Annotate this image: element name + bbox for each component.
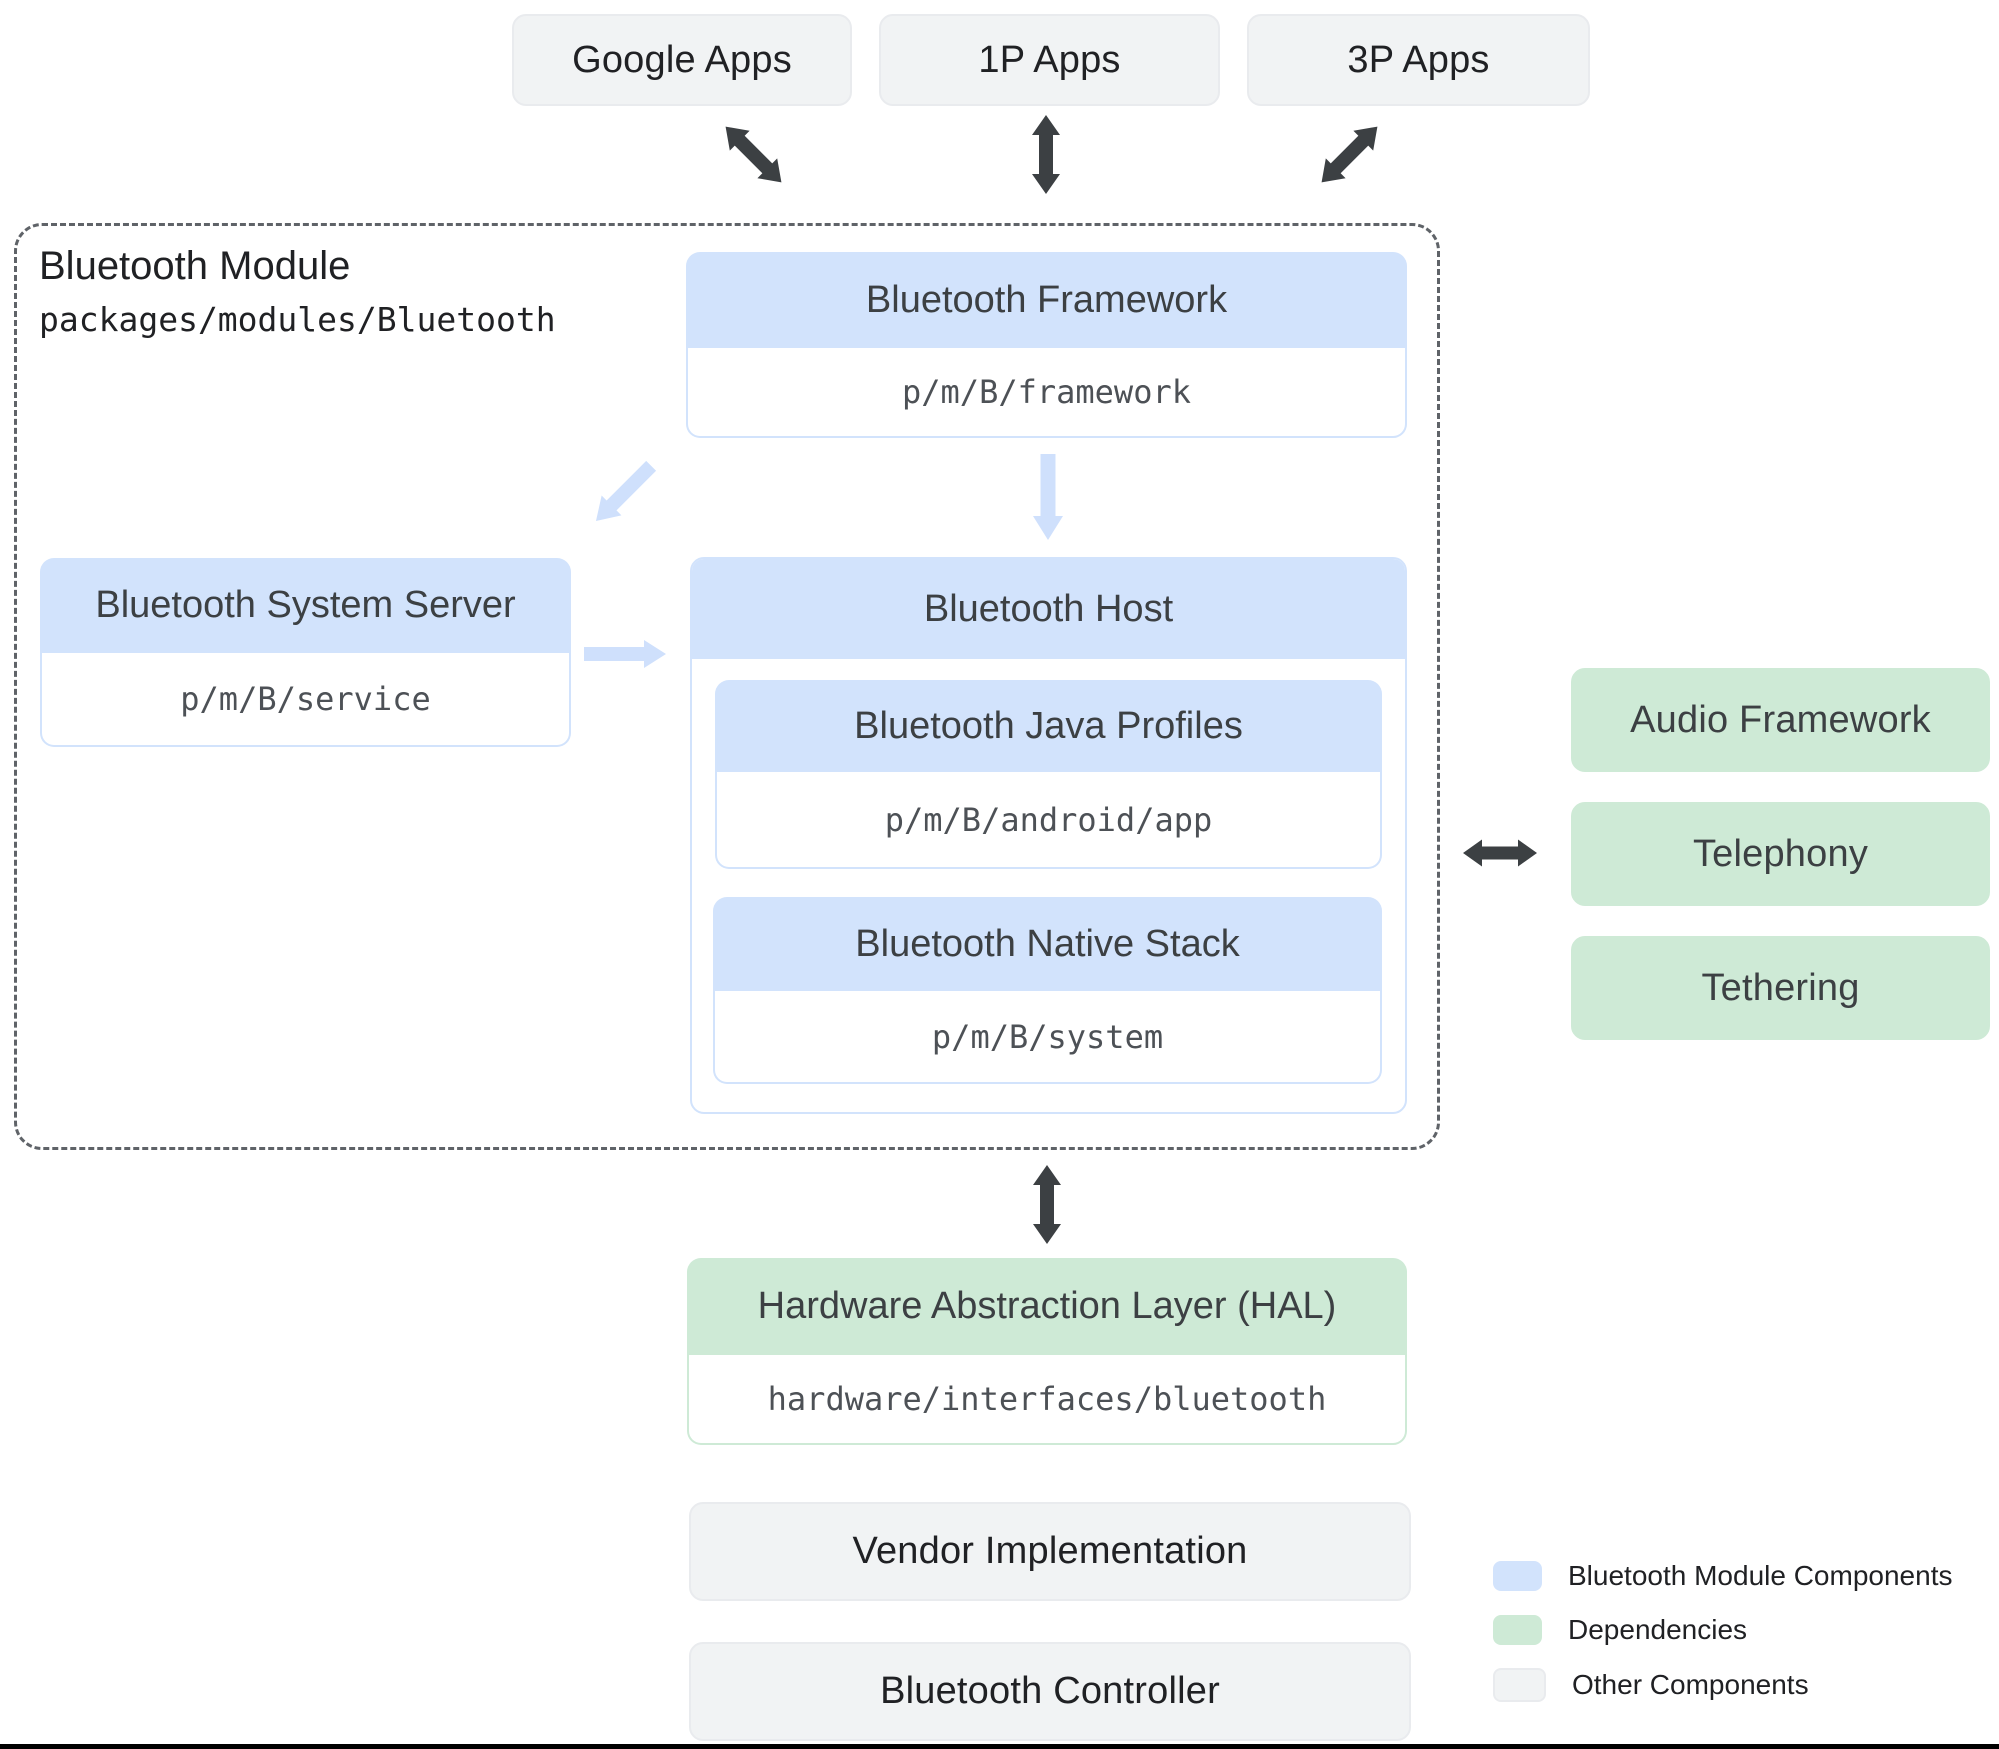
vendor-implementation-box: Vendor Implementation <box>689 1502 1411 1601</box>
google-apps-box: Google Apps <box>512 14 852 106</box>
1p-apps-label: 1P Apps <box>978 38 1121 81</box>
google-apps-label: Google Apps <box>572 38 792 81</box>
3p-apps-label: 3P Apps <box>1347 38 1490 81</box>
bluetooth-framework-box: Bluetooth Framework p/m/B/framework <box>686 252 1407 438</box>
bluetooth-java-profiles-body: p/m/B/android/app <box>715 772 1382 869</box>
bluetooth-native-stack-title: Bluetooth Native Stack <box>855 922 1240 965</box>
bluetooth-native-stack-body: p/m/B/system <box>713 991 1382 1084</box>
bluetooth-native-stack-path: p/m/B/system <box>931 1017 1164 1056</box>
legend-dependencies-label: Dependencies <box>1568 1614 1748 1645</box>
legend-row-other-components: Other Components <box>1493 1668 1809 1702</box>
3p-apps-box: 3P Apps <box>1247 14 1590 106</box>
legend-green-swatch <box>1493 1615 1542 1645</box>
bluetooth-controller-box: Bluetooth Controller <box>689 1642 1411 1741</box>
bluetooth-host-title: Bluetooth Host <box>923 587 1174 630</box>
3p-apps-module-double-arrow-icon <box>1321 126 1378 183</box>
bluetooth-system-server-title: Bluetooth System Server <box>95 584 516 626</box>
1p-apps-box: 1P Apps <box>879 14 1220 106</box>
bluetooth-system-server-path: p/m/B/service <box>180 680 431 718</box>
bluetooth-system-server-box: Bluetooth System Server p/m/B/service <box>40 558 571 747</box>
legend-row-dependencies: Dependencies <box>1493 1614 1747 1646</box>
bluetooth-java-profiles-header: Bluetooth Java Profiles <box>715 680 1382 772</box>
bluetooth-java-profiles-title: Bluetooth Java Profiles <box>854 704 1243 747</box>
bluetooth-host-header: Bluetooth Host <box>692 559 1405 659</box>
bluetooth-module-path: packages/modules/Bluetooth <box>39 300 556 339</box>
bluetooth-native-stack-box: Bluetooth Native Stack p/m/B/system <box>713 897 1382 1084</box>
screenshot-bottom-edge <box>0 1744 1999 1749</box>
hal-body: hardware/interfaces/bluetooth <box>687 1355 1407 1445</box>
telephony-box: Telephony <box>1571 802 1990 906</box>
bluetooth-framework-path: p/m/B/framework <box>902 373 1191 411</box>
framework-to-system-server-arrow-icon <box>595 460 657 522</box>
legend-gray-swatch <box>1493 1668 1546 1702</box>
audio-framework-label: Audio Framework <box>1630 698 1931 741</box>
legend-row-module-components: Bluetooth Module Components <box>1493 1560 1952 1592</box>
system-server-to-host-arrow-icon <box>584 640 666 668</box>
telephony-label: Telephony <box>1692 832 1869 875</box>
bluetooth-system-server-header: Bluetooth System Server <box>40 558 571 653</box>
1p-apps-module-double-arrow-icon <box>1032 115 1060 194</box>
hal-title: Hardware Abstraction Layer (HAL) <box>757 1285 1337 1327</box>
bluetooth-module-container <box>14 223 1440 1150</box>
legend-module-components-label: Bluetooth Module Components <box>1568 1560 1953 1591</box>
google-apps-module-double-arrow-icon <box>725 126 782 183</box>
framework-to-host-arrow-icon <box>1033 454 1063 540</box>
bluetooth-java-profiles-box: Bluetooth Java Profiles p/m/B/android/ap… <box>715 680 1382 869</box>
hal-box: Hardware Abstraction Layer (HAL) hardwar… <box>687 1258 1407 1445</box>
tethering-box: Tethering <box>1571 936 1990 1040</box>
bluetooth-framework-body: p/m/B/framework <box>686 348 1407 438</box>
hal-path: hardware/interfaces/bluetooth <box>767 1380 1327 1418</box>
bluetooth-system-server-body: p/m/B/service <box>40 653 571 747</box>
bluetooth-controller-label: Bluetooth Controller <box>880 1670 1220 1712</box>
bluetooth-framework-header: Bluetooth Framework <box>686 252 1407 348</box>
module-hal-double-arrow-icon <box>1033 1165 1061 1244</box>
bluetooth-module-title: Bluetooth Module <box>39 244 351 288</box>
tethering-label: Tethering <box>1701 966 1860 1009</box>
vendor-implementation-label: Vendor Implementation <box>852 1530 1248 1572</box>
module-dependencies-double-arrow-icon <box>1463 839 1537 867</box>
bluetooth-framework-title: Bluetooth Framework <box>865 278 1228 321</box>
audio-framework-box: Audio Framework <box>1571 668 1990 772</box>
bluetooth-native-stack-header: Bluetooth Native Stack <box>713 897 1382 991</box>
legend-other-components-label: Other Components <box>1572 1669 1809 1700</box>
legend-blue-swatch <box>1493 1561 1542 1591</box>
hal-header: Hardware Abstraction Layer (HAL) <box>687 1258 1407 1355</box>
bluetooth-java-profiles-path: p/m/B/android/app <box>884 800 1213 839</box>
